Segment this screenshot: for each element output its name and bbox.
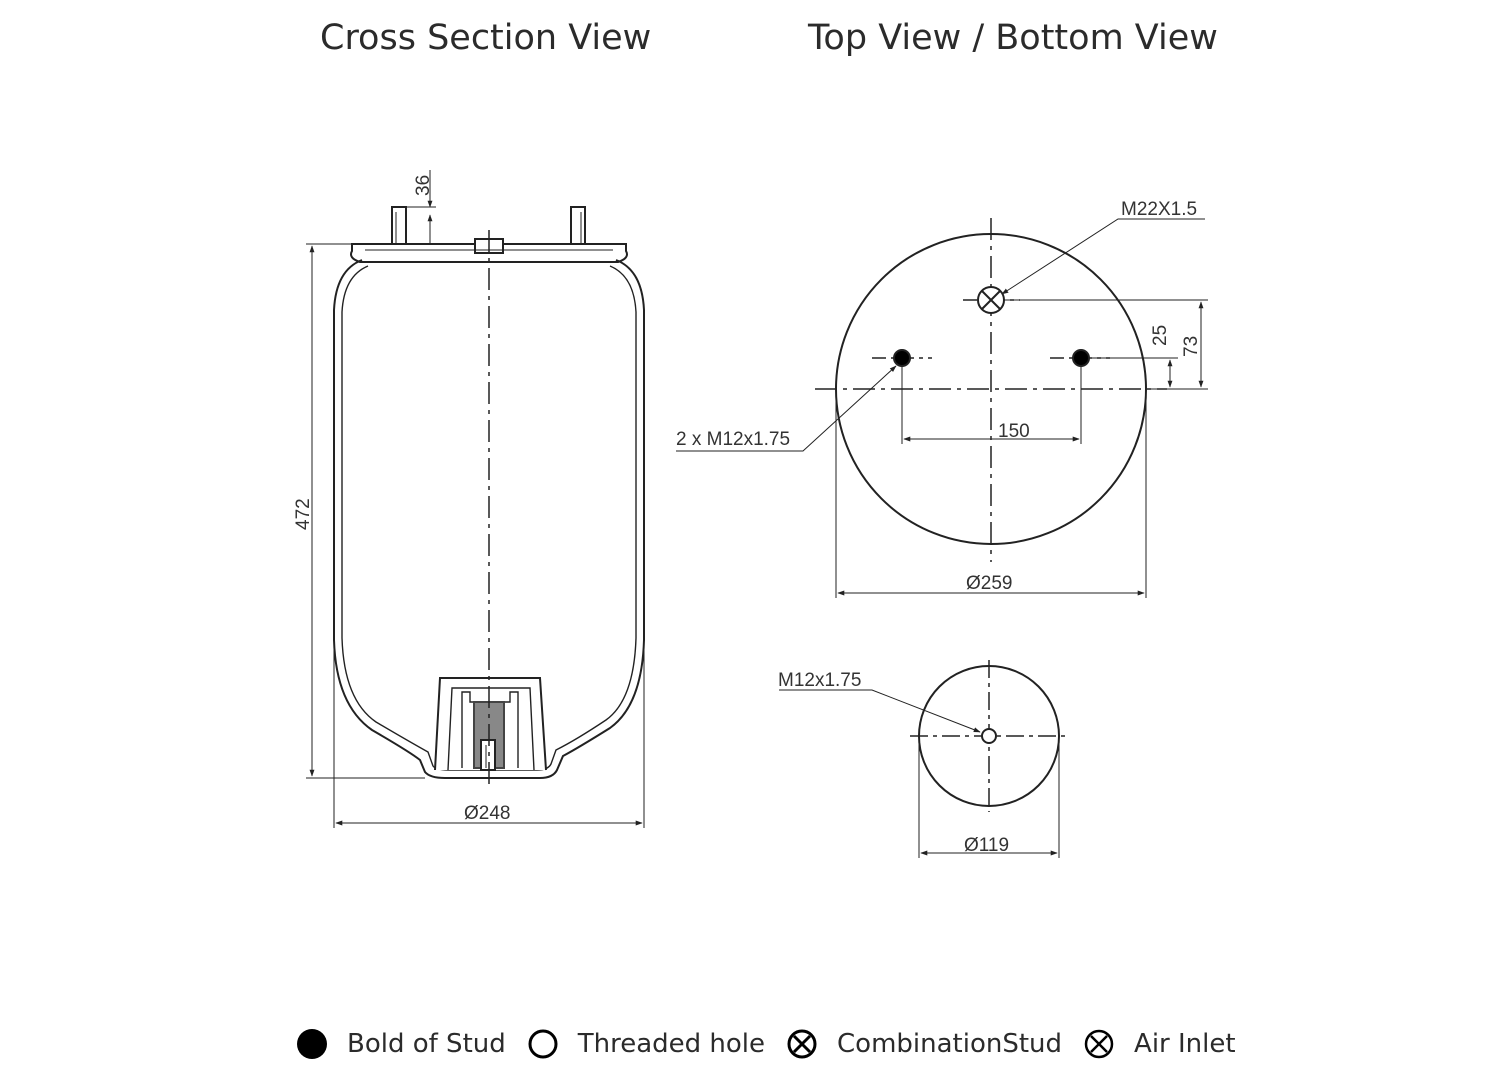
dim-stud-spacing: 150 — [998, 421, 1030, 442]
stud-right-icon — [1072, 349, 1090, 367]
bottom-view — [779, 660, 1068, 858]
dim-bellow-diameter: Ø248 — [464, 803, 510, 824]
top-view — [676, 218, 1208, 598]
circle-x-icon — [787, 1029, 817, 1059]
cross-section-title: Cross Section View — [320, 18, 652, 58]
dim-inlet-offset: 73 — [1181, 336, 1202, 357]
top-bottom-view-title: Top View / Bottom View — [808, 18, 1218, 58]
open-circle-icon — [528, 1029, 558, 1059]
dim-stud-offset: 25 — [1150, 325, 1171, 346]
dim-stud-height: 36 — [413, 175, 434, 196]
dim-stud-thread: 2 x M12x1.75 — [676, 429, 790, 450]
dim-bottom-thread: M12x1.75 — [778, 670, 861, 691]
legend-item-bold-of-stud: Bold of Stud — [295, 1027, 506, 1061]
legend-item-air-inlet: Air Inlet — [1082, 1027, 1236, 1061]
circle-cross-icon — [1084, 1029, 1114, 1059]
legend-label: Bold of Stud — [347, 1029, 506, 1059]
cross-section-view — [306, 170, 645, 828]
filled-circle-icon — [297, 1029, 327, 1059]
legend-label: CombinationStud — [837, 1029, 1063, 1059]
dim-top-diameter: Ø259 — [966, 573, 1012, 594]
right-stud — [570, 206, 586, 250]
legend-item-combination-stud: CombinationStud — [785, 1027, 1062, 1061]
left-stud — [391, 206, 407, 250]
dim-air-inlet-thread: M22X1.5 — [1121, 199, 1197, 220]
dim-bottom-diameter: Ø119 — [964, 835, 1009, 856]
legend: Bold of Stud Threaded hole CombinationSt… — [295, 1024, 1256, 1064]
threaded-hole-icon — [981, 728, 997, 744]
dim-overall-height: 472 — [293, 498, 314, 530]
legend-label: Air Inlet — [1134, 1029, 1236, 1059]
bellow-outer — [333, 259, 645, 779]
legend-item-threaded-hole: Threaded hole — [526, 1027, 765, 1061]
legend-label: Threaded hole — [577, 1029, 766, 1059]
stud-left-icon — [893, 349, 911, 367]
